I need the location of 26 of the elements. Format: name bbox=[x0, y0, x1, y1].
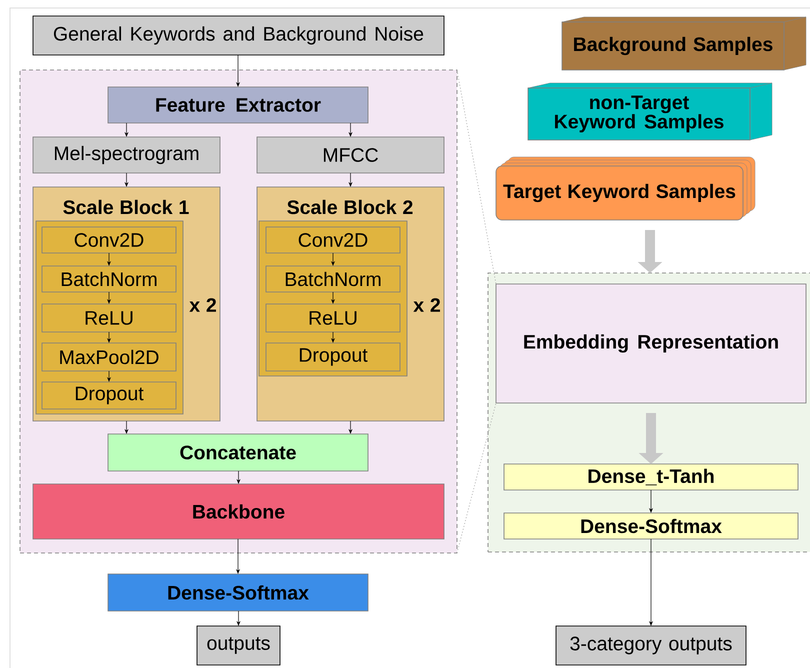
layer-box: Conv2D bbox=[266, 226, 400, 254]
process-box: Concatenate bbox=[108, 434, 368, 472]
output-box: outputs bbox=[196, 626, 280, 666]
data-stack: Target Keyword Samples bbox=[496, 156, 756, 220]
guide-line bbox=[456, 70, 496, 284]
process-box: MFCC bbox=[256, 136, 444, 174]
process-box: Mel-spectrogram bbox=[32, 136, 220, 174]
guide-line bbox=[456, 402, 496, 554]
layer-box: BatchNorm bbox=[42, 266, 176, 292]
layer-box: ReLU bbox=[266, 304, 400, 332]
process-box: Dense_t-Tanh bbox=[504, 464, 798, 490]
layer-box: ReLU bbox=[42, 304, 176, 332]
process-box: Backbone bbox=[32, 484, 444, 540]
layer-box: MaxPool2D bbox=[42, 342, 176, 372]
data-block: Background Samples bbox=[562, 16, 806, 70]
layer-box: Conv2D bbox=[42, 226, 176, 254]
process-box: Dense-Softmax bbox=[108, 574, 368, 612]
process-box: Dense-Softmax bbox=[504, 512, 798, 540]
data-block: non-Target Keyword Samples bbox=[528, 82, 772, 140]
layer-box: BatchNorm bbox=[266, 266, 400, 292]
input-box: General Keywords and Background Noise bbox=[32, 16, 444, 56]
layer-box: Dropout bbox=[42, 382, 176, 410]
process-box: Embedding Representation bbox=[496, 284, 806, 404]
output-box: 3-category outputs bbox=[556, 626, 746, 666]
process-box: Feature Extractor bbox=[108, 86, 368, 124]
layer-box: Dropout bbox=[266, 342, 400, 372]
